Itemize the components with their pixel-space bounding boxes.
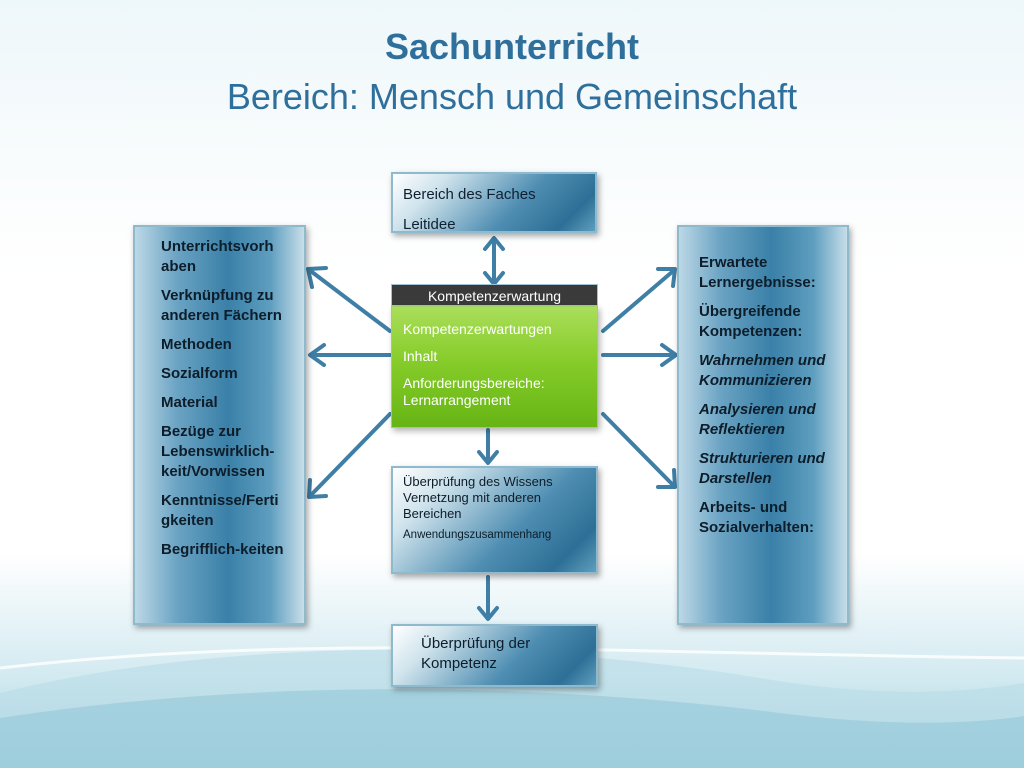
bottom-box-text: Überprüfung der Kompetenz	[421, 635, 531, 672]
left-box-item: Unterrichtsvorh aben	[161, 238, 274, 275]
left-box-item: Bezüge zur Lebenswirklich-keit/Vorwissen	[161, 423, 275, 480]
left-box-item: Material	[161, 394, 218, 411]
arrow-center-down	[477, 428, 499, 465]
arrow-top-double	[483, 236, 505, 286]
right-box-item: Strukturieren und Darstellen	[699, 450, 825, 487]
slide-subtitle: Bereich: Mensch und Gemeinschaft	[226, 76, 798, 117]
right-box-item: Arbeits- und Sozialverhalten:	[699, 499, 815, 536]
arrow-left-middle	[308, 343, 392, 367]
knowledge-check-box: Überprüfung des Wissens Vernetzung mit a…	[391, 466, 598, 574]
arrow-left-upper	[306, 266, 392, 333]
mid-box-line: Überprüfung des Wissens	[403, 474, 553, 489]
mid-box-line: Vernetzung mit anderen Bereichen	[403, 490, 542, 521]
arrow-left-lower	[307, 412, 392, 499]
lesson-planning-box: Unterrichtsvorh aben Verknüpfung zu ande…	[133, 225, 306, 625]
arrow-right-upper	[601, 267, 677, 333]
left-box-item: Methoden	[161, 336, 232, 353]
left-box-item: Sozialform	[161, 365, 238, 382]
arrow-right-middle	[601, 343, 678, 367]
expected-results-box: Erwartete Lernergebnisse: Übergreifende …	[677, 225, 849, 625]
left-box-item: Verknüpfung zu anderen Fächern	[161, 287, 282, 324]
competence-line: Inhalt	[403, 348, 438, 364]
right-box-item: Erwartete Lernergebnisse:	[699, 254, 816, 291]
mid-box-line: Anwendungszusammenhang	[403, 529, 552, 541]
right-box-item: Analysieren und Reflektieren	[699, 401, 816, 438]
competence-line: Kompetenzerwartungen	[403, 321, 552, 337]
competence-header: Kompetenzerwartung	[391, 284, 598, 306]
competence-line: Anforderungsbereiche: Lernarrangement	[403, 375, 545, 408]
left-box-item: Begrifflich-keiten	[161, 541, 284, 558]
right-box-item: Übergreifende Kompetenzen:	[699, 303, 803, 340]
left-box-item: Kenntnisse/Ferti gkeiten	[161, 492, 279, 529]
top-box-line: Leitidee	[403, 216, 456, 233]
slide-title: Sachunterricht	[384, 26, 640, 67]
right-box-item: Wahrnehmen und Kommunizieren	[699, 352, 826, 389]
competence-box: Kompetenzerwartungen Inhalt Anforderungs…	[391, 306, 598, 428]
competence-check-box: Überprüfung der Kompetenz	[391, 624, 598, 687]
top-box-line: Bereich des Faches	[403, 186, 536, 203]
subject-area-box: Bereich des Faches Leitidee	[391, 172, 597, 233]
arrow-right-lower	[601, 412, 677, 489]
